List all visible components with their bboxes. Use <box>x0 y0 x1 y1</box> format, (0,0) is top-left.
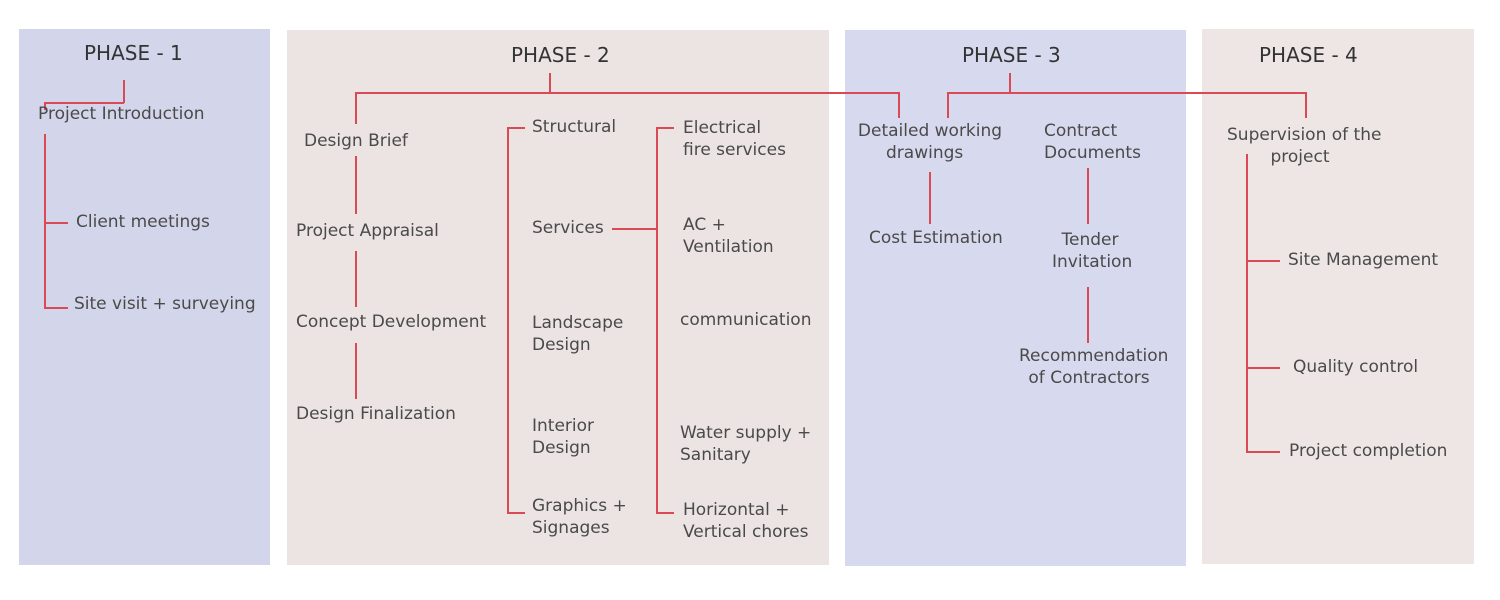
node-water-supply: Water supply + Sanitary <box>680 422 811 466</box>
phase-1-title: PHASE - 1 <box>84 41 183 65</box>
connector-line <box>507 512 525 514</box>
node-project-appraisal: Project Appraisal <box>296 221 439 241</box>
phase-4-panel <box>1202 29 1474 564</box>
phase-2-title: PHASE - 2 <box>511 43 610 67</box>
node-quality-control: Quality control <box>1293 357 1419 377</box>
connector-line <box>123 80 125 103</box>
node-design-brief: Design Brief <box>304 131 408 151</box>
node-concept-development: Concept Development <box>296 312 487 332</box>
connector-line <box>656 512 674 514</box>
node-vertical-chores: Horizontal + Vertical chores <box>683 499 809 543</box>
phase-4-title: PHASE - 4 <box>1259 43 1358 67</box>
node-services: Services <box>532 218 604 238</box>
node-structural: Structural <box>532 117 617 137</box>
node-electrical-line-1: Electrical <box>683 118 762 138</box>
node-chores-line-1: Horizontal + <box>683 500 790 520</box>
connector-line <box>44 222 68 224</box>
connector-line <box>355 92 357 124</box>
connector-line <box>44 134 46 308</box>
connector-line <box>947 92 949 118</box>
node-water-line-1: Water supply + <box>680 423 812 443</box>
connector-line <box>612 228 656 230</box>
node-landscape-design: Landscape Design <box>532 312 623 356</box>
node-interior-line-2: Design <box>532 438 591 458</box>
node-tender-line-1: Tender <box>1061 230 1119 250</box>
connector-line <box>1009 73 1011 93</box>
node-recommendation: Recommendation of Contractors <box>1019 345 1169 389</box>
node-supervision-line-1: Supervision of the <box>1227 125 1382 145</box>
node-graphics-line-2: Signages <box>532 518 610 538</box>
node-contract-documents: Contract Documents <box>1044 120 1141 164</box>
node-interior-design: Interior Design <box>532 415 594 459</box>
connector-line <box>355 251 357 307</box>
phase-2-panel <box>287 30 829 565</box>
node-detailed-drawings: Detailed working drawings <box>857 120 1003 164</box>
connector-line <box>947 92 1306 94</box>
node-drawings-line-1: Detailed working <box>857 121 1003 141</box>
node-contract-line-1: Contract <box>1044 121 1118 141</box>
connector-line <box>929 172 931 224</box>
node-cost-estimation: Cost Estimation <box>869 228 1003 248</box>
node-site-visit: Site visit + surveying <box>74 294 256 314</box>
node-graphics-signages: Graphics + Signages <box>532 495 627 539</box>
connector-line <box>1246 451 1280 453</box>
connector-line <box>355 156 357 214</box>
node-water-line-2: Sanitary <box>680 445 751 465</box>
node-communication: communication <box>680 310 812 330</box>
connector-line <box>44 102 46 110</box>
connector-line <box>507 127 525 129</box>
connector-line <box>44 307 68 309</box>
node-electrical: Electrical fire services <box>683 117 786 161</box>
phase-3-panel <box>845 30 1186 566</box>
connector-line <box>549 73 551 93</box>
connector-line <box>1246 367 1280 369</box>
connector-line <box>1305 92 1307 118</box>
phase-3-title: PHASE - 3 <box>962 43 1061 67</box>
node-ac-line-1: AC + <box>683 215 726 235</box>
node-ac-line-2: Ventilation <box>683 237 774 257</box>
node-tender-line-2: Invitation <box>1052 252 1133 272</box>
node-interior-line-1: Interior <box>532 416 595 436</box>
node-electrical-line-2: fire services <box>683 140 786 160</box>
connector-line <box>1087 287 1089 343</box>
node-client-meetings: Client meetings <box>76 212 210 232</box>
node-chores-line-2: Vertical chores <box>683 522 809 542</box>
connector-line <box>1246 154 1248 452</box>
node-landscape-line-1: Landscape <box>532 313 624 333</box>
node-supervision-line-2: project <box>1270 147 1330 167</box>
node-landscape-line-2: Design <box>532 335 591 355</box>
node-graphics-line-1: Graphics + <box>532 496 627 516</box>
connector-line <box>507 127 509 513</box>
node-recommendation-line-2: of Contractors <box>1028 368 1150 388</box>
connector-line <box>355 343 357 399</box>
node-tender-invitation: Tender Invitation <box>1052 229 1133 273</box>
node-project-introduction: Project Introduction <box>38 104 205 124</box>
connector-line <box>656 127 658 513</box>
phase-1-panel <box>19 29 270 565</box>
node-site-management: Site Management <box>1288 250 1439 270</box>
node-ac-ventilation: AC + Ventilation <box>683 214 774 258</box>
node-contract-line-2: Documents <box>1044 143 1141 163</box>
node-supervision: Supervision of the project <box>1227 124 1382 168</box>
node-design-finalization: Design Finalization <box>296 404 456 424</box>
connector-line <box>355 92 899 94</box>
connector-line <box>1246 260 1280 262</box>
connector-line <box>1087 168 1089 224</box>
node-project-completion: Project completion <box>1289 441 1448 461</box>
node-drawings-line-2: drawings <box>886 143 964 163</box>
connector-line <box>44 102 124 104</box>
connector-line <box>898 92 900 118</box>
node-recommendation-line-1: Recommendation <box>1019 346 1169 366</box>
connector-line <box>656 127 674 129</box>
